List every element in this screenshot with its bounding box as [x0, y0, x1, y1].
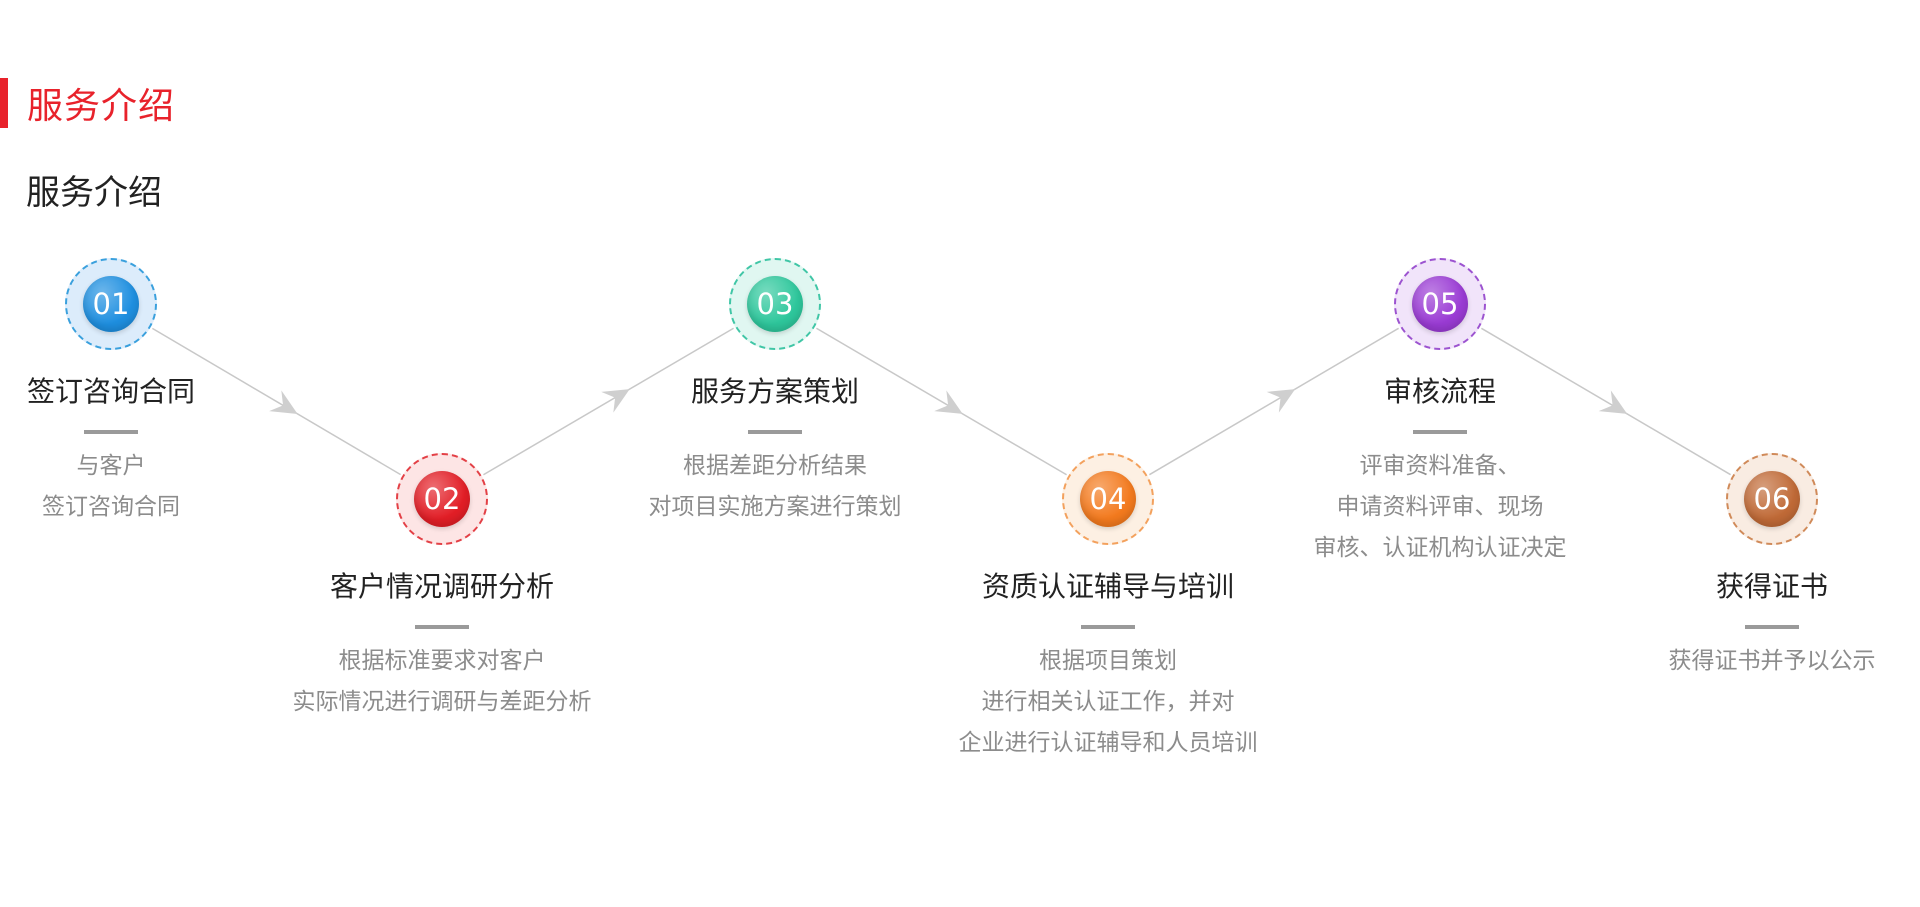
step-description-line: 实际情况进行调研与差距分析 [292, 689, 592, 715]
step-number: 03 [747, 276, 803, 332]
page-subtitle: 服务介绍 [26, 173, 162, 213]
step-description-line: 审核、认证机构认证决定 [1313, 535, 1567, 561]
step-description-line: 与客户 [76, 453, 146, 479]
step-divider [1745, 625, 1799, 629]
process-step-6: 06 获得证书 获得证书并予以公示 [1592, 453, 1920, 682]
step-description-line: 根据标准要求对客户 [338, 648, 546, 674]
step-number-badge: 04 [1062, 453, 1154, 545]
section-accent-bar [0, 78, 8, 128]
step-number: 05 [1412, 276, 1468, 332]
step-description-line: 进行相关认证工作，并对 [981, 689, 1235, 715]
step-description: 与客户 签订咨询合同 [0, 446, 291, 528]
step-number-badge: 06 [1726, 453, 1818, 545]
step-description: 根据差距分析结果 对项目实施方案进行策划 [595, 446, 955, 528]
step-number-badge: 05 [1394, 258, 1486, 350]
section-title: 服务介绍 [27, 86, 176, 127]
step-description-line: 根据差距分析结果 [683, 453, 867, 479]
step-description: 评审资料准备、 申请资料评审、现场 审核、认证机构认证决定 [1260, 446, 1620, 569]
step-description: 根据标准要求对客户 实际情况进行调研与差距分析 [262, 641, 622, 723]
process-step-1: 01 签订咨询合同 与客户 签订咨询合同 [0, 258, 291, 528]
step-number: 01 [83, 276, 139, 332]
step-title: 审核流程 [1383, 375, 1496, 408]
section-header: 服务介绍 [0, 78, 175, 128]
step-divider [415, 625, 469, 629]
step-number-badge: 02 [396, 453, 488, 545]
step-description-line: 对项目实施方案进行策划 [648, 494, 902, 520]
step-description-line: 获得证书并予以公示 [1668, 648, 1876, 674]
step-description: 获得证书并予以公示 [1592, 641, 1920, 682]
process-step-5: 05 审核流程 评审资料准备、 申请资料评审、现场 审核、认证机构认证决定 [1260, 258, 1620, 569]
step-description-line: 申请资料评审、现场 [1336, 494, 1544, 520]
step-number-badge: 03 [729, 258, 821, 350]
step-title: 客户情况调研分析 [329, 570, 554, 603]
step-title: 服务方案策划 [690, 375, 859, 408]
step-description-line: 根据项目策划 [1039, 648, 1177, 674]
step-description-line: 企业进行认证辅导和人员培训 [958, 730, 1258, 756]
step-divider [1413, 430, 1467, 434]
process-step-3: 03 服务方案策划 根据差距分析结果 对项目实施方案进行策划 [595, 258, 955, 528]
step-number: 02 [414, 471, 470, 527]
step-divider [1081, 625, 1135, 629]
step-title: 资质认证辅导与培训 [981, 570, 1234, 603]
process-step-2: 02 客户情况调研分析 根据标准要求对客户 实际情况进行调研与差距分析 [262, 453, 622, 723]
step-number: 04 [1080, 471, 1136, 527]
process-step-4: 04 资质认证辅导与培训 根据项目策划 进行相关认证工作，并对 企业进行认证辅导… [928, 453, 1288, 764]
step-divider [84, 430, 138, 434]
step-description: 根据项目策划 进行相关认证工作，并对 企业进行认证辅导和人员培训 [928, 641, 1288, 764]
step-divider [748, 430, 802, 434]
step-description-line: 签订咨询合同 [42, 494, 180, 520]
step-number-badge: 01 [65, 258, 157, 350]
step-title: 获得证书 [1715, 570, 1828, 603]
step-description-line: 评审资料准备、 [1359, 453, 1521, 479]
step-title: 签订咨询合同 [26, 375, 195, 408]
step-number: 06 [1744, 471, 1800, 527]
